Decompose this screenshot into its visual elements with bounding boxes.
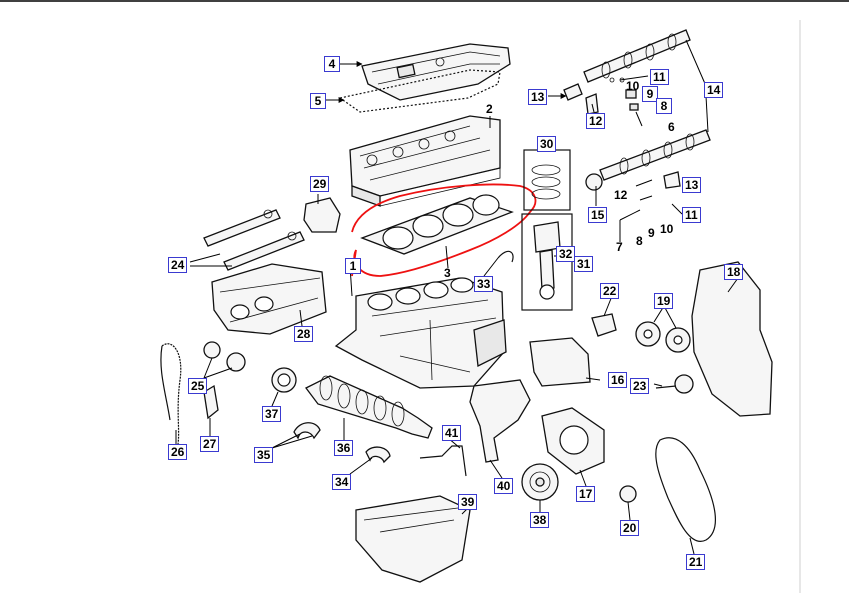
callout-30: 30: [537, 136, 557, 152]
callout-29: 29: [310, 176, 330, 192]
crank-sprocket: [619, 485, 637, 503]
callout-8a: 8: [656, 98, 672, 114]
callout-28: 28: [294, 326, 314, 342]
callout-14: 14: [704, 82, 724, 98]
camshafts: [583, 29, 711, 181]
piston-rings: [523, 149, 571, 211]
callout-35: 35: [254, 447, 274, 463]
belt-tensioner: [655, 374, 694, 394]
callout-4: 4: [324, 56, 340, 72]
callout-8b: 8: [636, 234, 643, 248]
callout-16: 16: [608, 372, 628, 388]
rear-main-seal: [271, 367, 297, 393]
callout-33: 33: [474, 276, 494, 292]
rear-timing-cover: [691, 261, 773, 417]
callout-38: 38: [530, 512, 550, 528]
callout-17: 17: [576, 486, 596, 502]
callout-10b: 10: [660, 222, 674, 236]
callout-11a: 11: [650, 69, 669, 85]
callout-23: 23: [630, 378, 650, 394]
oil-pump: [469, 379, 531, 463]
head-gasket: [360, 194, 514, 255]
bearings: [293, 422, 391, 464]
callout-32: 32: [556, 246, 576, 262]
valve-cover: [361, 43, 511, 101]
callout-13b: 13: [682, 177, 702, 193]
callout-27: 27: [200, 436, 220, 452]
thermostat-housing: [303, 197, 341, 233]
callout-18: 18: [724, 264, 744, 280]
callout-41: 41: [442, 425, 462, 441]
piston-rod-assembly: [521, 213, 573, 311]
callout-37: 37: [262, 406, 282, 422]
leader-lines: [175, 39, 739, 555]
callout-22: 22: [600, 283, 620, 299]
callout-25: 25: [188, 378, 208, 394]
injectors: [203, 209, 305, 271]
callout-21: 21: [686, 554, 706, 570]
wrist-pin-clip: [497, 250, 514, 263]
callout-7: 7: [616, 240, 623, 254]
callout-5: 5: [310, 93, 326, 109]
callout-24: 24: [168, 257, 188, 273]
callout-39: 39: [458, 494, 478, 510]
callout-12b: 12: [614, 188, 628, 202]
engine-block: [334, 277, 507, 389]
callout-36: 36: [334, 440, 354, 456]
callout-15: 15: [588, 207, 608, 223]
valve-cover-gasket: [338, 69, 501, 113]
callout-6: 6: [668, 120, 675, 134]
crank-pulley: [521, 463, 559, 501]
callout-34: 34: [332, 474, 352, 490]
callout-31: 31: [574, 256, 594, 272]
balance-drive: [160, 341, 246, 445]
water-pump: [591, 313, 617, 337]
callout-9b: 9: [648, 226, 655, 240]
crankshaft: [305, 375, 433, 439]
callout-2: 2: [486, 102, 493, 116]
callout-12a: 12: [586, 113, 606, 129]
callout-3: 3: [444, 266, 451, 280]
callout-40: 40: [494, 478, 514, 494]
callout-13a: 13: [528, 89, 548, 105]
timing-cover-inner: [529, 337, 591, 387]
callout-20: 20: [620, 520, 640, 536]
oil-pan: [355, 495, 471, 583]
callout-9a: 9: [642, 86, 658, 102]
timing-belt: [655, 437, 717, 542]
cylinder-head: [349, 115, 501, 207]
manifold-housing: [211, 263, 327, 335]
timing-cover-lower: [541, 407, 605, 475]
callout-19: 19: [654, 293, 674, 309]
oil-pickup: [419, 445, 467, 477]
callout-11b: 11: [682, 207, 701, 223]
cam-sprockets: [635, 321, 691, 353]
callout-26: 26: [168, 444, 188, 460]
callout-10a: 10: [626, 79, 640, 93]
callout-1: 1: [345, 258, 361, 274]
head-gasket-highlight: [351, 183, 537, 277]
